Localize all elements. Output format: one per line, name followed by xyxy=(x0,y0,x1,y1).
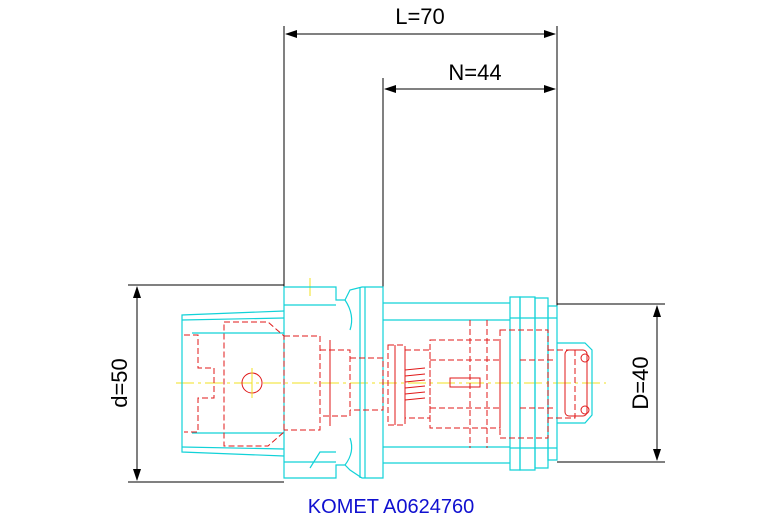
collar-ring xyxy=(534,297,549,469)
slot xyxy=(449,377,481,388)
thread-detail xyxy=(329,340,590,426)
dimension-label-D: D=40 xyxy=(628,356,653,409)
nut xyxy=(564,349,588,417)
dimension-L xyxy=(283,26,558,306)
flange xyxy=(283,286,384,479)
taper-shank xyxy=(181,310,285,457)
shank-slot xyxy=(184,334,215,433)
tool-holder-outline xyxy=(181,286,593,479)
hidden-internal-parts xyxy=(184,320,576,448)
dimension-N xyxy=(382,78,556,288)
bolt-hole xyxy=(580,353,590,363)
shank-bore xyxy=(223,321,285,447)
draw-bar xyxy=(429,339,501,429)
dimension-d xyxy=(128,284,284,483)
bolt-hole xyxy=(580,405,590,415)
clamping-sleeve xyxy=(387,344,406,426)
product-caption: KOMET A0624760 xyxy=(308,496,474,518)
centerline xyxy=(176,278,606,384)
dimension-D xyxy=(557,303,665,463)
dimension-label-d: d=50 xyxy=(107,358,132,408)
dimension-label-N: N=44 xyxy=(448,60,501,85)
collar-ring xyxy=(519,296,536,471)
nose xyxy=(557,342,593,424)
dimension-label-L: L=70 xyxy=(395,4,445,29)
